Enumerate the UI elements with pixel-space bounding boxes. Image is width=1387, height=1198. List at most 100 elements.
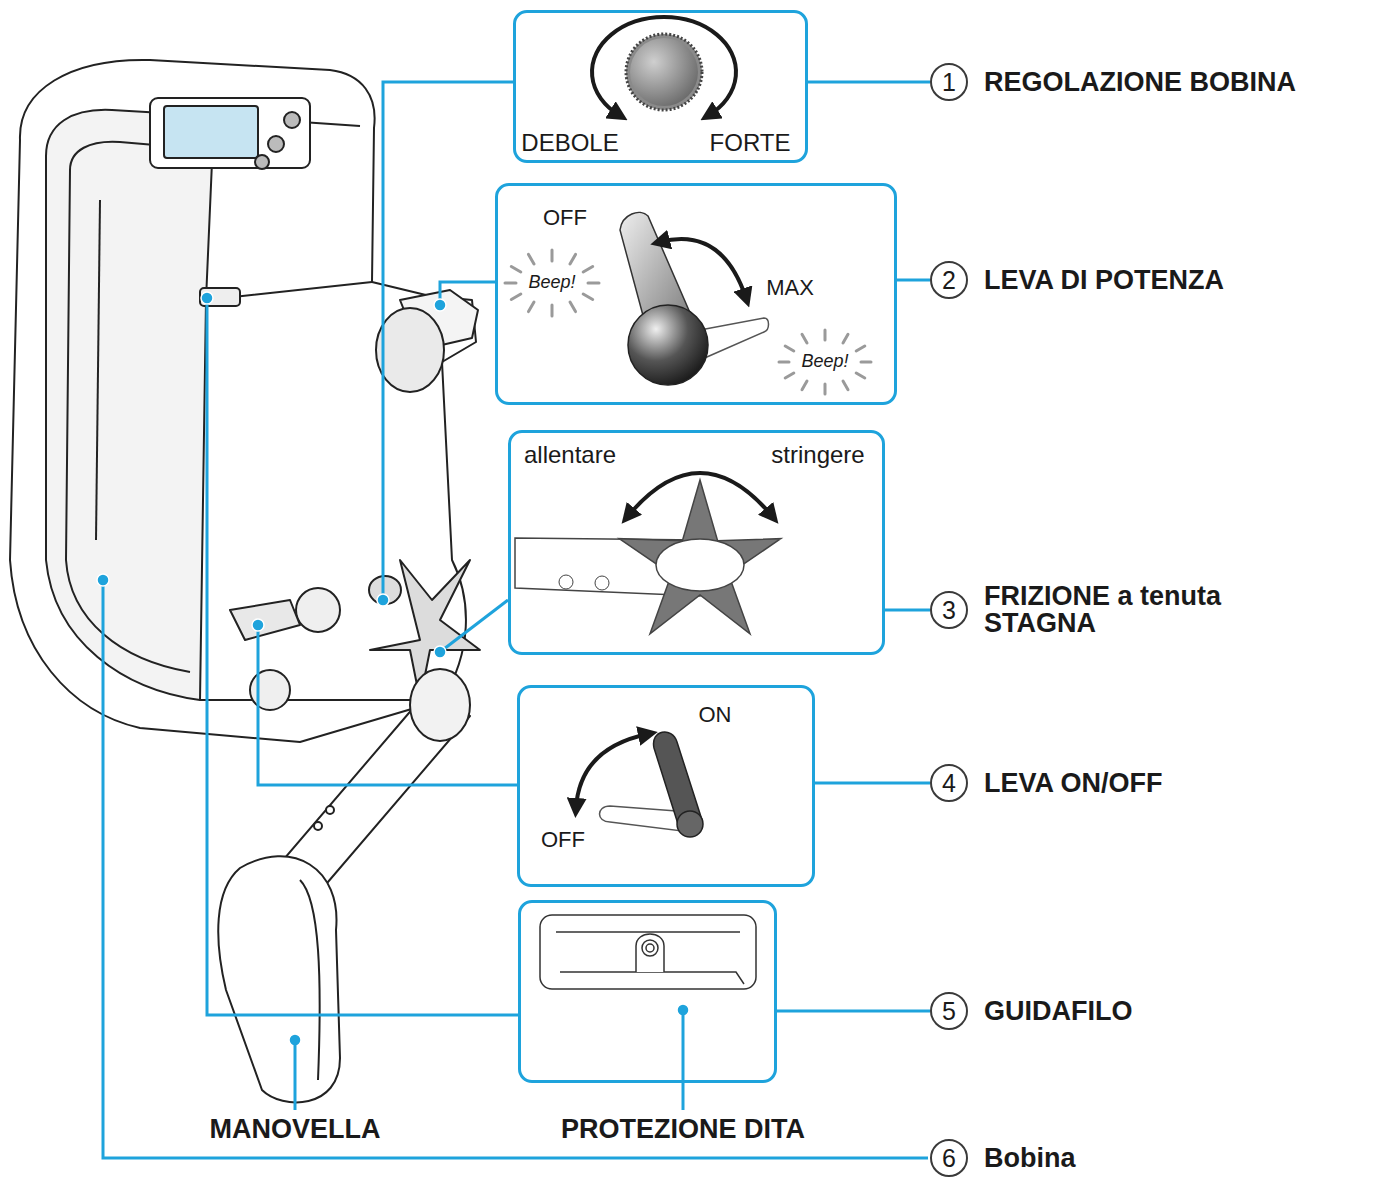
callout: 3 FRIZIONE a tenuta STAGNA [930, 583, 1244, 637]
guide-slot [556, 932, 744, 984]
lever-knob [628, 305, 708, 385]
setting-label: stringere [771, 442, 864, 468]
part-label: PROTEZIONE DITA [561, 1115, 805, 1145]
leader-line [440, 282, 495, 305]
beep-ray [824, 330, 827, 340]
beep-ray [570, 254, 576, 264]
beep-ray [843, 334, 848, 343]
turn-arrow [576, 734, 648, 808]
part-label: MANOVELLA [207, 1115, 384, 1145]
leader-line [440, 600, 508, 652]
arm-hole [595, 576, 609, 590]
leader-lines [103, 82, 928, 1158]
onoff-lever-icon [576, 732, 703, 837]
power-knob [376, 308, 444, 392]
leader-line [294, 1040, 297, 1110]
beep-ray [861, 361, 871, 364]
beep-ray [588, 282, 599, 285]
connector-line [808, 81, 930, 84]
lever-pivot [677, 811, 703, 837]
display-button [255, 155, 269, 169]
leader-dot [434, 299, 446, 311]
setting-label: OFF [543, 206, 587, 230]
part-name: REGOLAZIONE BOBINA [984, 69, 1296, 96]
spool-flange [66, 142, 190, 672]
power-lever-icon [505, 212, 871, 394]
setting-label: allentare [524, 442, 616, 468]
callout-number: 4 [930, 764, 968, 802]
knob-knurl [626, 34, 702, 110]
callout-number: 2 [930, 261, 968, 299]
inset-box: ON OFF [517, 685, 815, 887]
star [619, 480, 781, 634]
leader-dot [201, 292, 213, 304]
leader-dot [97, 574, 109, 586]
leader-line [258, 625, 517, 785]
reel-housing [10, 60, 476, 742]
beep-ray [505, 282, 516, 285]
handle-hole [326, 806, 334, 814]
connector-line [897, 279, 930, 282]
leader-dot [434, 646, 446, 658]
inset-box: allentare stringere [508, 430, 885, 655]
callout-number: 5 [930, 992, 968, 1030]
side-knob [296, 588, 340, 632]
spool-window [46, 110, 214, 700]
arm-hole [559, 575, 573, 589]
beep-ray [511, 294, 521, 300]
handle-grip [218, 856, 340, 1102]
callout: 4 LEVA ON/OFF [930, 764, 1163, 802]
lever-max-outline [700, 318, 769, 360]
guide-ring [646, 944, 654, 952]
reel-body [10, 60, 480, 1102]
beep-ray [511, 267, 521, 273]
setting-label: OFF [541, 828, 585, 852]
line-guide-icon [540, 915, 756, 989]
spool-knob-icon [592, 17, 736, 115]
front-frame [200, 116, 442, 700]
beep-ray [779, 361, 789, 364]
callout: 5GUIDAFILO [930, 992, 1133, 1030]
callout: 2LEVA DI POTENZA [930, 261, 1224, 299]
inset-box: DEBOLEFORTE [513, 10, 808, 163]
beep-ray [802, 381, 807, 390]
beep-text: Beep! [528, 273, 575, 293]
setting-label: ON [699, 703, 732, 727]
display-button [268, 136, 284, 152]
beep-ray [570, 302, 576, 312]
beep-ray [529, 254, 535, 264]
display-button [284, 112, 300, 128]
star-hub [656, 539, 744, 591]
beep-ray [802, 334, 807, 343]
beep-ray [824, 384, 827, 394]
turn-arrow [628, 473, 772, 516]
knob [630, 38, 698, 106]
beep-ray [785, 373, 794, 378]
display-panel [150, 98, 310, 168]
leader-line [682, 1010, 685, 1110]
guide-ring [642, 940, 658, 956]
leader-dots [97, 292, 689, 1046]
label-leaders [295, 1010, 683, 1110]
leader-line [103, 580, 928, 1158]
callout: 1REGOLAZIONE BOBINA [930, 63, 1296, 101]
side-knob [250, 670, 290, 710]
part-name: Bobina [984, 1145, 1076, 1172]
part-name: LEVA ON/OFF [984, 770, 1163, 797]
handle-hub [410, 669, 470, 741]
beep-ray [583, 267, 593, 273]
setting-label: FORTE [710, 130, 791, 156]
onoff-lever [230, 600, 300, 640]
turn-arrow [592, 17, 736, 115]
leader-line [383, 82, 513, 600]
beep-text: Beep! [801, 352, 848, 372]
handle-hole [314, 822, 322, 830]
part-name: FRIZIONE a tenuta STAGNA [984, 583, 1244, 637]
guide-frame [540, 915, 756, 989]
callout-number: 3 [930, 591, 968, 629]
leader-dot [252, 619, 264, 631]
beep-ray [551, 305, 554, 316]
leader-line [207, 298, 518, 1015]
beep-ray [785, 346, 794, 351]
